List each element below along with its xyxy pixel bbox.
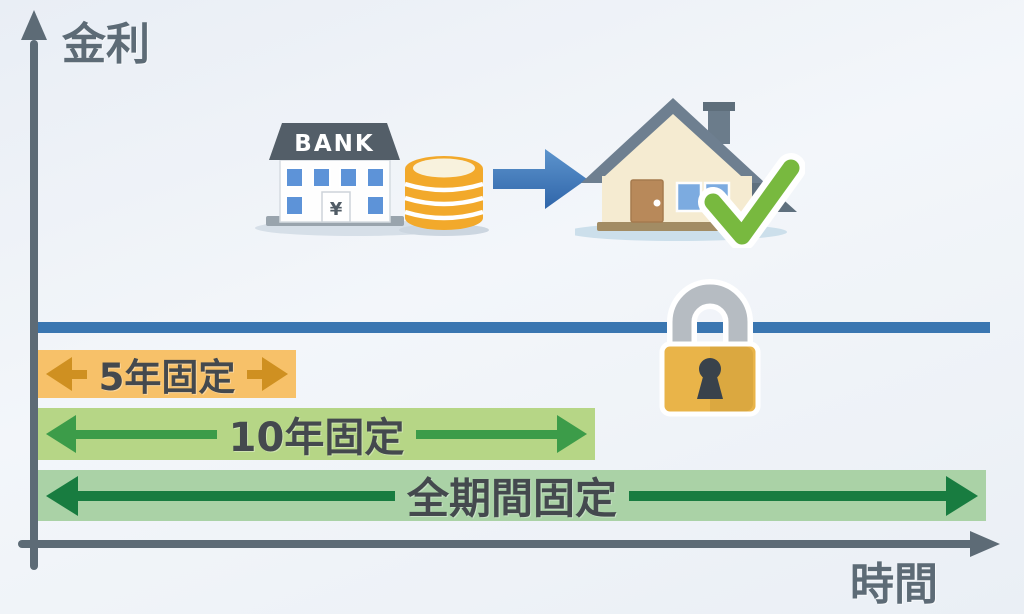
arrow-left-icon xyxy=(46,415,217,453)
bank-door-symbol: ¥ xyxy=(330,199,343,220)
bar-full-term-label: 全期間固定 xyxy=(407,474,618,523)
lock-icon xyxy=(659,279,761,417)
coins-icon xyxy=(399,156,489,236)
arrow-left-icon xyxy=(46,357,87,391)
arrow-right-icon xyxy=(416,415,588,453)
fixed-rate-line xyxy=(38,322,990,333)
checkmark-icon xyxy=(698,153,805,248)
x-axis-line xyxy=(18,540,976,548)
bar-10year-fixed: 10年固定 xyxy=(38,408,595,461)
bar-5year-label: 5年固定 xyxy=(98,356,236,399)
y-axis-line xyxy=(30,40,38,570)
bar-5year-fixed: 5年固定 xyxy=(38,350,296,399)
x-axis-arrow-icon xyxy=(970,531,1000,557)
y-axis-label: 金利 xyxy=(62,19,150,70)
arrow-left-icon xyxy=(46,475,395,516)
x-axis-label: 時間 xyxy=(850,559,938,610)
arrow-right-icon xyxy=(247,357,288,391)
bar-10year-label: 10年固定 xyxy=(228,415,405,461)
flow-arrow-icon xyxy=(493,149,587,209)
bank-icon: BANK ¥ xyxy=(255,123,417,236)
y-axis-arrow-icon xyxy=(21,10,47,40)
bank-sign-text: BANK xyxy=(294,131,374,157)
arrow-right-icon xyxy=(629,475,979,516)
bar-full-term-fixed: 全期間固定 xyxy=(38,470,986,523)
